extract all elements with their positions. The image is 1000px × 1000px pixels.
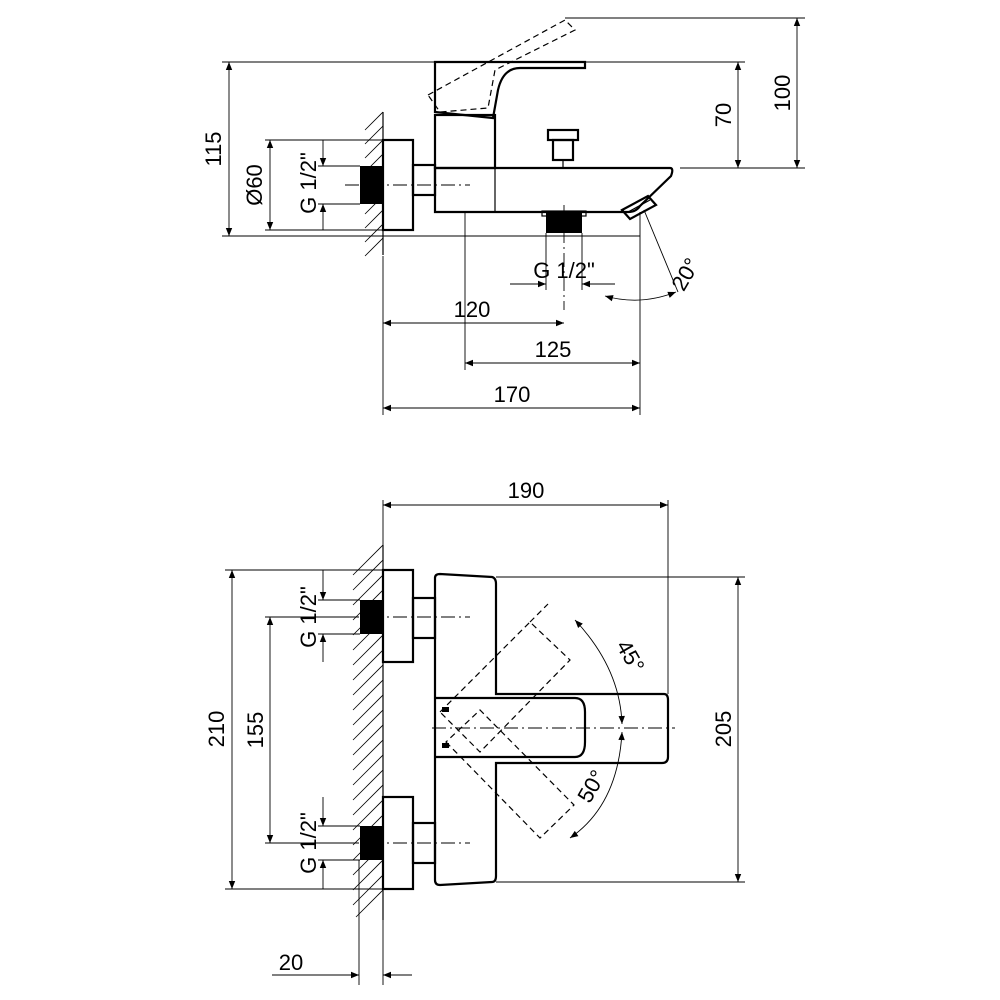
top-extension-lines	[225, 500, 745, 985]
top-cold-marker	[442, 743, 449, 748]
dim-wall-thread: G 1/2"	[296, 152, 321, 214]
dim-lever-angle-down: 50°	[572, 766, 610, 807]
side-lever-raised	[427, 19, 577, 113]
dim-height-body: 70	[711, 103, 736, 127]
top-lever	[435, 696, 587, 759]
top-dimensions: 190 205 210 155 G 1/2" G 1/2" 45° 50° 20	[204, 478, 742, 979]
side-diverter-knob	[546, 128, 580, 168]
dim-rosette-diameter: Ø60	[242, 164, 267, 206]
dim-depth-spout: 125	[535, 337, 572, 362]
side-lever	[433, 60, 587, 120]
dim-spout-angle: 20°	[666, 254, 704, 295]
side-view: 100 70 115 Ø60 G 1/2" G 1/2" 20° 120 125…	[201, 17, 805, 415]
dim-width-total: 190	[508, 478, 545, 503]
top-view: 190 205 210 155 G 1/2" G 1/2" 45° 50° 20	[204, 478, 745, 985]
top-rosette-upper	[381, 568, 437, 664]
top-lever-rotated-down	[445, 709, 575, 839]
dim-height-total: 100	[770, 75, 795, 112]
dim-thread-bottom: G 1/2"	[296, 812, 321, 874]
dim-outlet-thread: G 1/2"	[533, 258, 595, 283]
dim-length-body: 205	[711, 711, 736, 748]
top-hot-marker	[442, 707, 449, 712]
dim-depth-total: 170	[494, 382, 531, 407]
dim-depth-outlet: 120	[454, 297, 491, 322]
dim-wall-offset: 20	[279, 950, 303, 975]
dim-center-distance: 155	[243, 712, 268, 749]
dim-lever-angle-up: 45°	[611, 636, 649, 677]
side-extension-lines	[222, 17, 805, 415]
side-dimensions: 100 70 115 Ø60 G 1/2" G 1/2" 20° 120 125…	[201, 18, 801, 412]
dim-thread-top: G 1/2"	[296, 586, 321, 648]
side-aerator	[620, 194, 658, 221]
dim-height-overall: 115	[201, 131, 226, 166]
top-mixer-body	[433, 572, 670, 887]
top-lever-rotated-up	[439, 603, 571, 753]
dim-length-total: 210	[204, 711, 229, 748]
